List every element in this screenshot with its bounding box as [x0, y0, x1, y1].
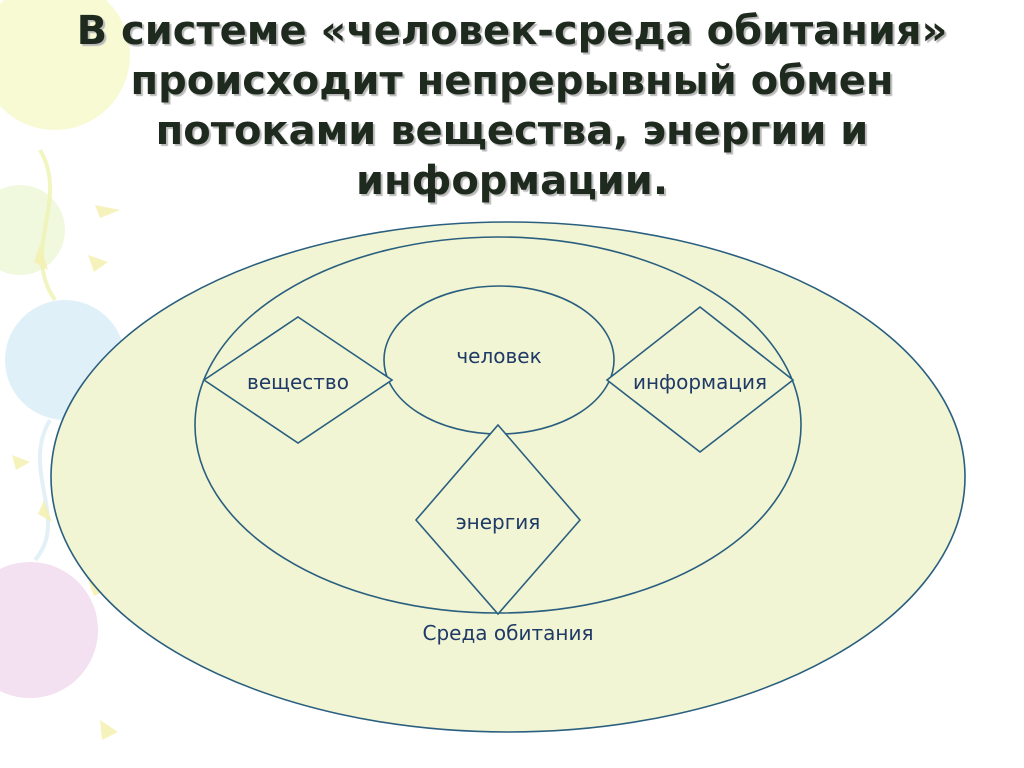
environment-label: Среда обитания — [423, 621, 594, 645]
sparkle-decoration — [88, 255, 108, 272]
information-diamond — [605, 305, 795, 454]
human-label: человек — [456, 344, 541, 368]
sparkle-decoration — [12, 455, 30, 470]
sparkle-decoration — [38, 500, 52, 522]
substance-label: вещество — [247, 370, 349, 394]
sparkle-decoration — [95, 205, 120, 218]
balloon-yellow-decoration — [0, 0, 130, 130]
slide-title: В системе «человек-среда обитания» проис… — [76, 8, 948, 204]
balloon-string-decoration — [33, 418, 52, 562]
energy-label: энергия — [456, 510, 541, 534]
balloon-string-decoration — [38, 148, 57, 302]
sparkle-decoration — [34, 245, 48, 270]
energy-diamond — [414, 423, 582, 616]
balloon-pink-decoration — [0, 562, 98, 698]
sparkle-decoration — [100, 720, 118, 740]
information-label: информация — [633, 370, 767, 394]
substance-diamond — [202, 316, 394, 444]
